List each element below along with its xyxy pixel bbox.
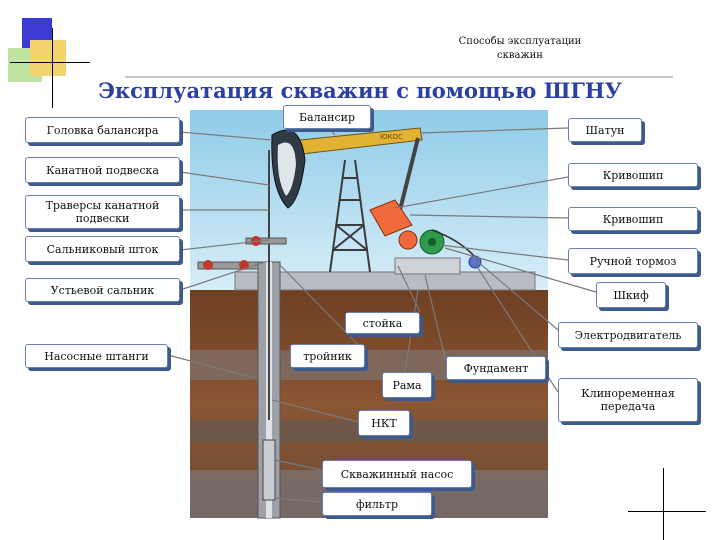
label-crank-1: Кривошип bbox=[568, 163, 698, 187]
label-connecting-rod: Шатун bbox=[568, 118, 642, 142]
slide-title: Эксплуатация скважин с помощью ШГНУ bbox=[98, 78, 622, 103]
decor-hline-top bbox=[10, 62, 90, 63]
label-traverse: Траверсы канатной подвески bbox=[25, 195, 180, 229]
label-filter: фильтр bbox=[322, 492, 432, 516]
decor-square-yellow bbox=[30, 40, 66, 76]
horse-head-inner bbox=[277, 142, 296, 196]
label-frame: Рама bbox=[382, 372, 432, 398]
callout-lines bbox=[167, 117, 597, 503]
label-balancer: Балансир bbox=[283, 105, 371, 129]
decor-vline-top bbox=[52, 28, 53, 108]
slide-header: Способы эксплуатации скважин bbox=[440, 35, 600, 63]
label-tubing: НКТ bbox=[358, 410, 410, 436]
label-motor: Электродвигатель bbox=[558, 322, 698, 348]
title-rule bbox=[125, 76, 673, 78]
label-wellhead-gland: Устьевой сальник bbox=[25, 278, 180, 302]
label-well-pump: Скважинный насос bbox=[322, 460, 472, 488]
label-polished-rod: Сальниковый шток bbox=[25, 236, 180, 262]
electric-motor bbox=[468, 255, 482, 269]
pulley-hub bbox=[428, 238, 436, 246]
label-pulley: Шкиф bbox=[596, 282, 666, 308]
label-post: стойка bbox=[345, 312, 420, 334]
downhole-pump bbox=[262, 439, 276, 501]
counterweight bbox=[398, 230, 418, 250]
decor-hline-bottom bbox=[628, 511, 706, 512]
label-tee: тройник bbox=[290, 344, 365, 368]
decor-vline-bottom bbox=[663, 468, 664, 540]
header-line-1: Способы эксплуатации bbox=[458, 36, 582, 47]
label-foundation: Фундамент bbox=[446, 356, 546, 380]
crank-arm bbox=[369, 199, 413, 237]
label-hand-brake: Ручной тормоз bbox=[568, 248, 698, 274]
gearbox-base bbox=[394, 257, 461, 275]
wellhead-valves bbox=[197, 236, 287, 270]
label-crank-2: Кривошип bbox=[568, 207, 698, 231]
samson-post bbox=[329, 159, 371, 273]
label-cable-hanger: Канатной подвеска bbox=[25, 157, 180, 183]
belt bbox=[431, 229, 477, 259]
label-balancer-head: Головка балансира bbox=[25, 117, 180, 143]
label-belt-drive: Клиноременная передача bbox=[558, 378, 698, 422]
label-pump-rods: Насосные штанги bbox=[25, 344, 168, 368]
header-line-2: скважин bbox=[497, 50, 543, 61]
beam-marking: ЮКОС bbox=[380, 133, 403, 141]
surface-platform bbox=[234, 271, 536, 291]
